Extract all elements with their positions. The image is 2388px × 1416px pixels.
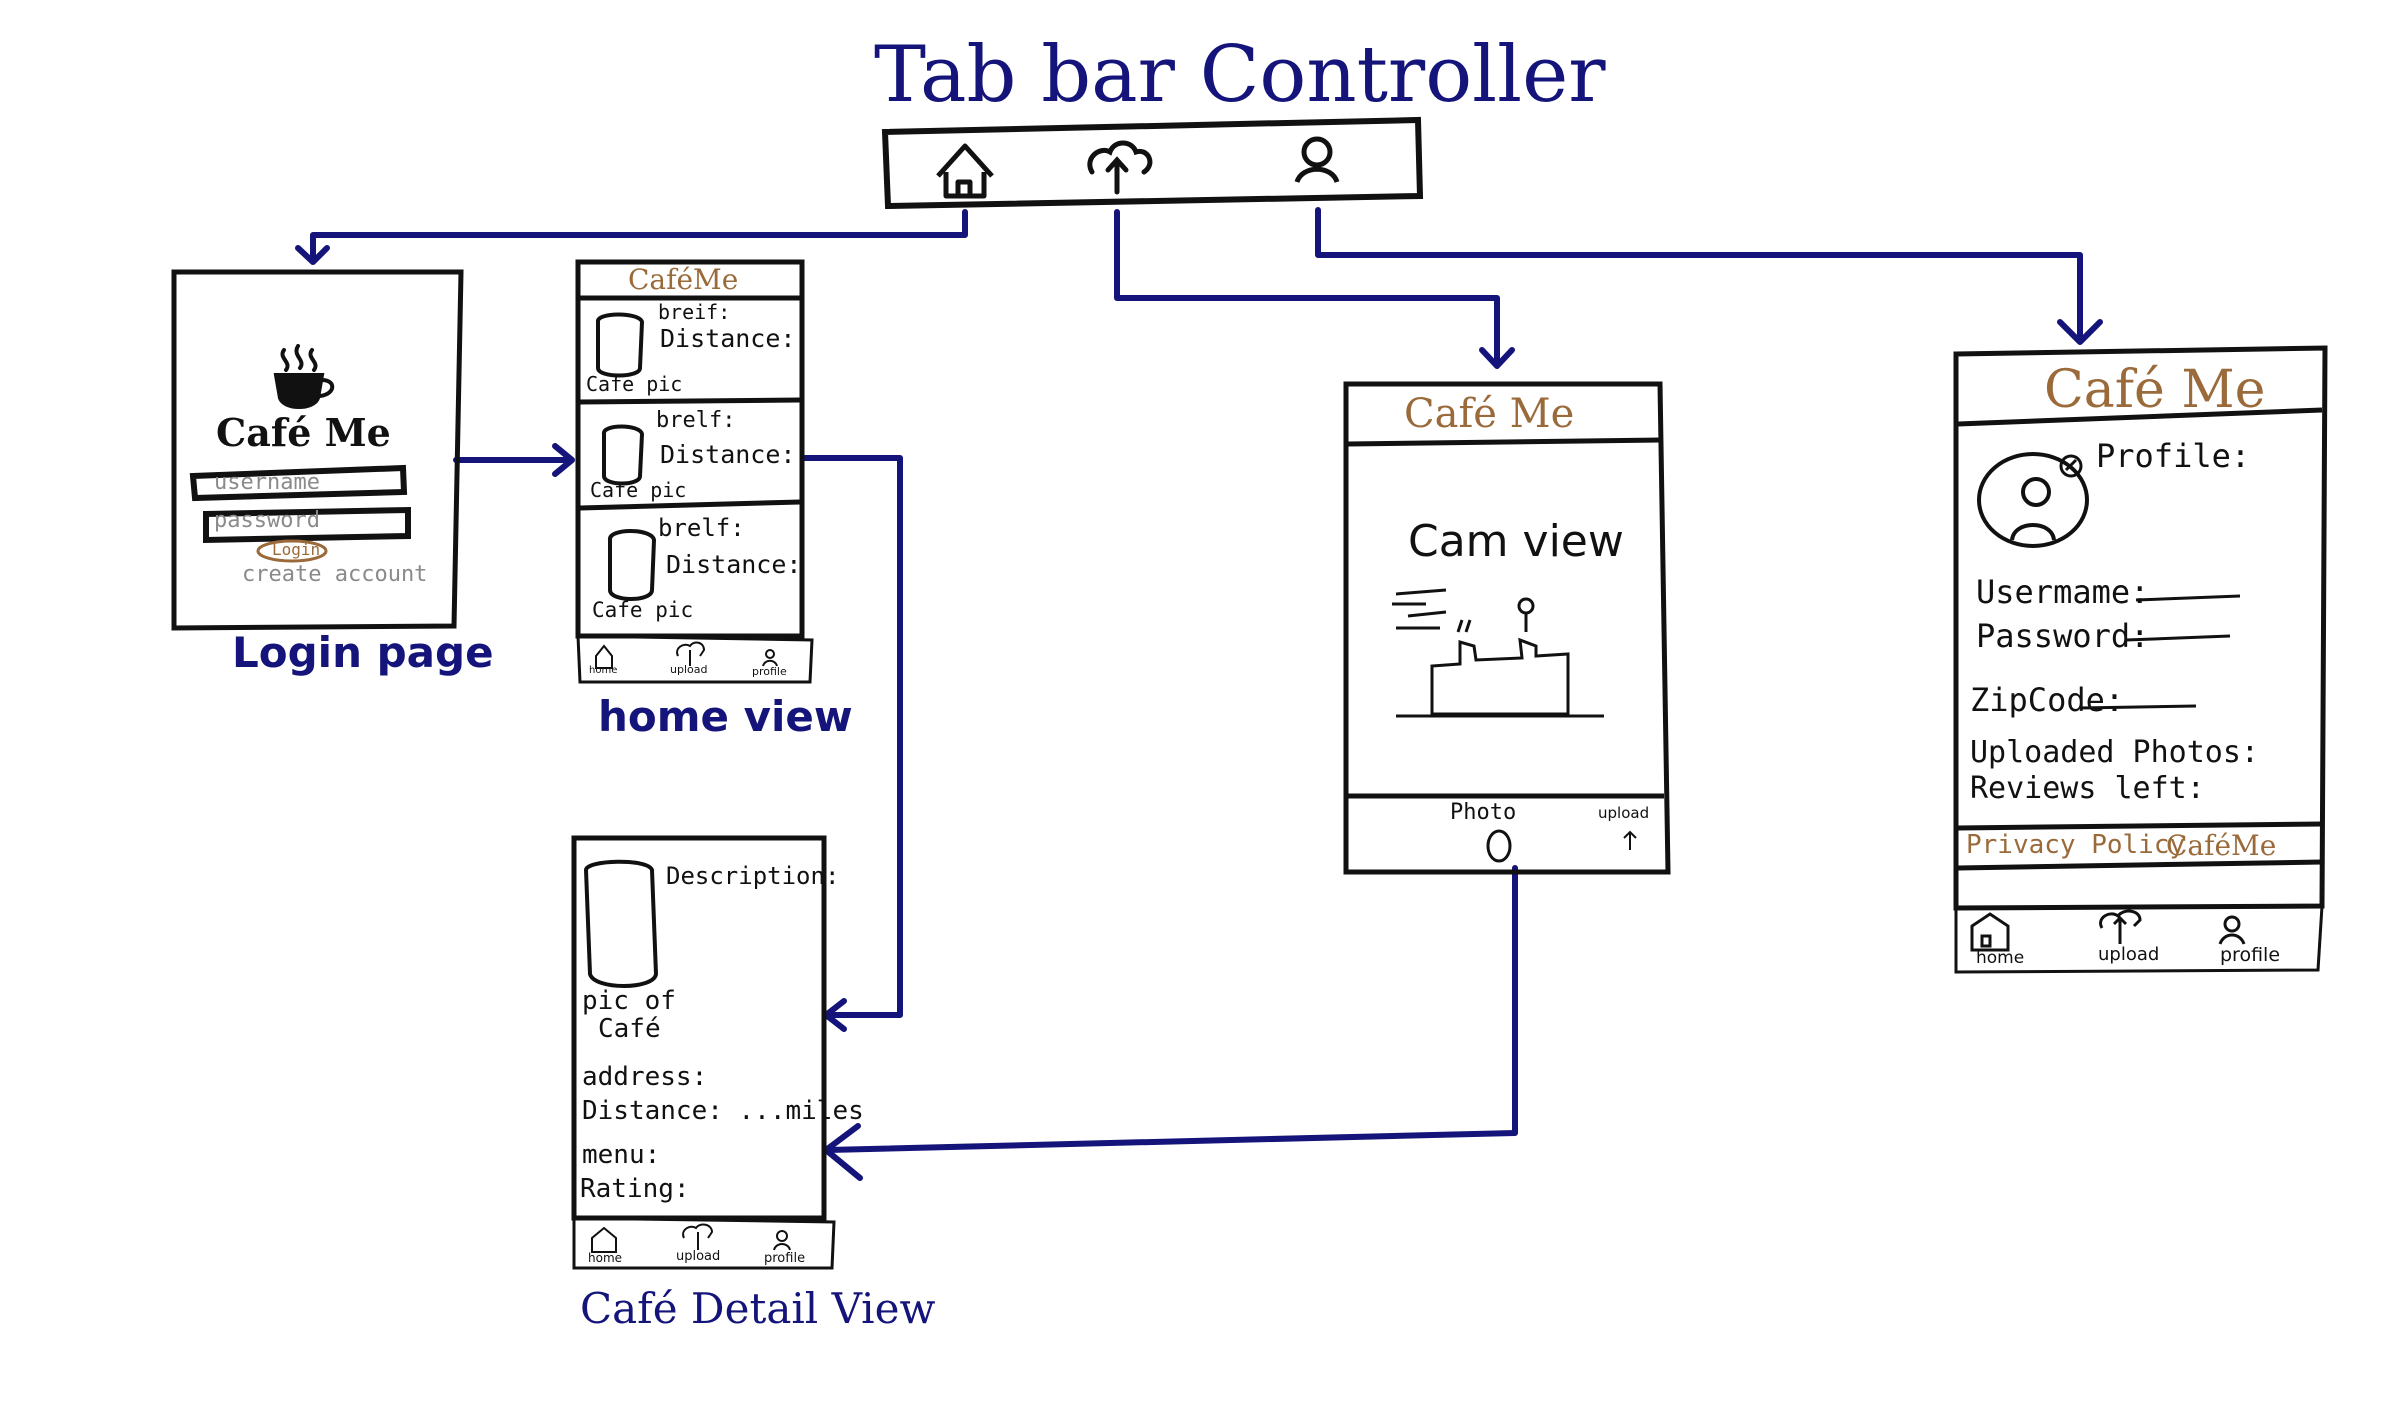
cam-view-label: Cam view xyxy=(1408,516,1624,567)
username-field[interactable]: username xyxy=(214,470,320,495)
login-logo-text: Café Me xyxy=(216,410,391,455)
login-input-boxes xyxy=(189,464,411,563)
home-view-caption: home view xyxy=(598,692,853,741)
card-distance: Distance: xyxy=(660,440,796,469)
arrow-head xyxy=(295,245,330,265)
card-pic xyxy=(608,529,657,601)
tab-icons-small xyxy=(595,641,778,669)
privacy-policy-link[interactable]: Privacy Policy xyxy=(1966,830,2186,860)
card-pic xyxy=(596,312,645,378)
arrow-head xyxy=(1479,347,1515,369)
upload-icon xyxy=(1087,140,1153,195)
arrow-home-to-login xyxy=(310,209,968,261)
tab-home[interactable]: home xyxy=(588,1251,623,1265)
home-phone xyxy=(575,259,814,684)
card-brief: brelf: xyxy=(656,408,736,433)
arrow-cam-to-detail xyxy=(825,865,1518,1153)
upload-arrow xyxy=(1623,830,1637,850)
password-field[interactable]: password xyxy=(214,508,320,533)
tab-profile[interactable]: profile xyxy=(752,665,787,678)
card-pic xyxy=(602,424,645,486)
home-header-brand: CaféMe xyxy=(628,263,739,296)
login-button[interactable]: Login xyxy=(272,540,321,559)
tab-home[interactable]: home xyxy=(589,665,618,676)
login-frame xyxy=(171,269,464,631)
photo-button[interactable]: Photo xyxy=(1450,800,1517,825)
detail-pic xyxy=(583,859,659,988)
tab-upload[interactable]: upload xyxy=(2098,944,2160,965)
tab-bar-controller-title: Tab bar Controller xyxy=(874,30,1606,120)
cam-header-brand: Café Me xyxy=(1404,391,1575,437)
detail-phone xyxy=(571,835,836,1270)
detail-description: Description: xyxy=(666,862,840,890)
profile-label: Profile: xyxy=(2096,437,2251,475)
home-icon xyxy=(936,143,994,199)
detail-distance: Distance: ...miles xyxy=(582,1096,864,1126)
detail-rating: Rating: xyxy=(580,1174,690,1204)
shutter-icon xyxy=(1486,829,1512,863)
password-box xyxy=(203,506,411,544)
card-brief: breif: xyxy=(658,300,731,324)
upload-button[interactable]: upload xyxy=(1598,804,1650,822)
profile-icon xyxy=(1294,136,1340,184)
detail-pic-label-2: Café xyxy=(598,1014,661,1044)
edit-avatar-icon xyxy=(2059,454,2083,478)
login-button-outline xyxy=(256,539,328,563)
profile-footer-brand: CaféMe xyxy=(2166,829,2277,862)
tab-upload[interactable]: upload xyxy=(670,663,708,676)
card-distance: Distance: xyxy=(666,550,802,579)
tab-home[interactable]: home xyxy=(1976,948,2025,968)
profile-username: Usermame: xyxy=(1976,573,2150,611)
profile-reviews-left: Reviews left: xyxy=(1970,771,2205,806)
create-account-link[interactable]: create account xyxy=(242,562,428,587)
card-distance: Distance: xyxy=(660,324,796,353)
arrow-profile-to-profileview xyxy=(1315,207,2083,343)
login-page-caption: Login page xyxy=(232,628,494,677)
tab-profile[interactable]: profile xyxy=(2220,944,2281,966)
tab-profile[interactable]: profile xyxy=(764,1251,806,1266)
card-pic-label: Cafe pic xyxy=(586,372,683,396)
detail-pic-label-1: pic of xyxy=(582,986,676,1016)
detail-menu: menu: xyxy=(582,1140,661,1170)
coffee-cup-icon xyxy=(273,344,335,409)
arrow-home-to-detail xyxy=(800,455,903,1018)
tab-icons-small xyxy=(591,1223,791,1253)
profile-phone xyxy=(1953,345,2328,974)
cafe-detail-caption: Café Detail View xyxy=(580,1284,936,1333)
arrow-head xyxy=(552,443,575,477)
profile-password: Password: xyxy=(1976,617,2150,655)
profile-uploaded-photos: Uploaded Photos: xyxy=(1970,735,2259,770)
arrow-head xyxy=(2057,319,2103,345)
cafe-counter-sketch xyxy=(1392,588,1604,718)
cam-phone xyxy=(1343,381,1671,875)
connector-arrows xyxy=(295,207,2103,1181)
arrow-upload-to-cam xyxy=(1114,209,1500,365)
tab-icons-profile xyxy=(1970,909,2246,952)
card-pic-label: Cafe pic xyxy=(592,598,694,622)
username-box xyxy=(189,464,408,502)
card-brief: brelf: xyxy=(658,514,745,542)
profile-field-lines xyxy=(2079,594,2241,710)
profile-header-brand: Café Me xyxy=(2044,360,2266,420)
tab-bar-controller xyxy=(881,116,1424,210)
profile-zipcode: ZipCode: xyxy=(1970,681,2125,719)
detail-address: address: xyxy=(582,1062,708,1092)
tab-upload[interactable]: upload xyxy=(676,1249,721,1264)
avatar-circle xyxy=(1977,452,2089,548)
card-pic-label: Cafe pic xyxy=(590,478,687,502)
